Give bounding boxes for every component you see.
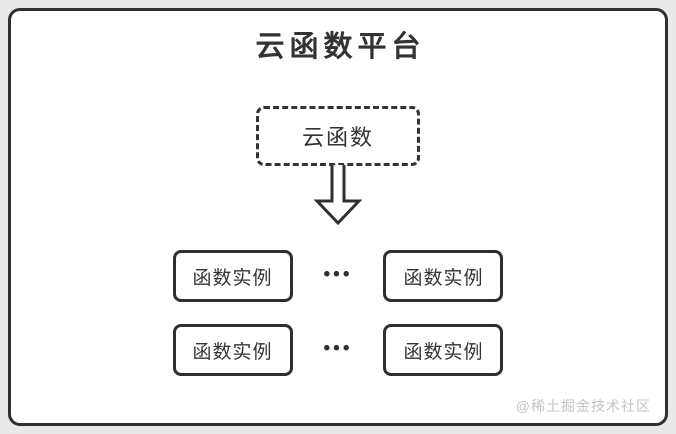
- instance-row: 函数实例 ••• 函数实例: [172, 250, 504, 302]
- cloud-function-label: 云函数: [301, 125, 374, 150]
- function-instance-box: 函数实例: [172, 250, 293, 302]
- function-instance-label: 函数实例: [403, 267, 484, 289]
- function-instance-label: 函数实例: [192, 341, 273, 363]
- watermark: @稀土掘金技术社区: [515, 398, 651, 414]
- function-instance-box: 函数实例: [172, 324, 293, 376]
- ellipsis: •••: [323, 337, 353, 359]
- function-instance-label: 函数实例: [192, 267, 273, 289]
- down-arrow-icon: [314, 165, 362, 226]
- diagram-title: 云函数平台: [255, 31, 426, 63]
- platform-frame: 云函数平台 云函数 函数实例 ••• 函数实例 函数实例 •••: [8, 8, 668, 426]
- function-instance-box: 函数实例: [383, 324, 504, 376]
- instance-grid: 函数实例 ••• 函数实例 函数实例 ••• 函数实例: [172, 250, 504, 376]
- instance-row: 函数实例 ••• 函数实例: [172, 324, 504, 376]
- ellipsis: •••: [323, 263, 353, 285]
- function-instance-box: 函数实例: [383, 250, 504, 302]
- function-instance-label: 函数实例: [403, 341, 484, 363]
- cloud-function-box: 云函数: [256, 106, 420, 166]
